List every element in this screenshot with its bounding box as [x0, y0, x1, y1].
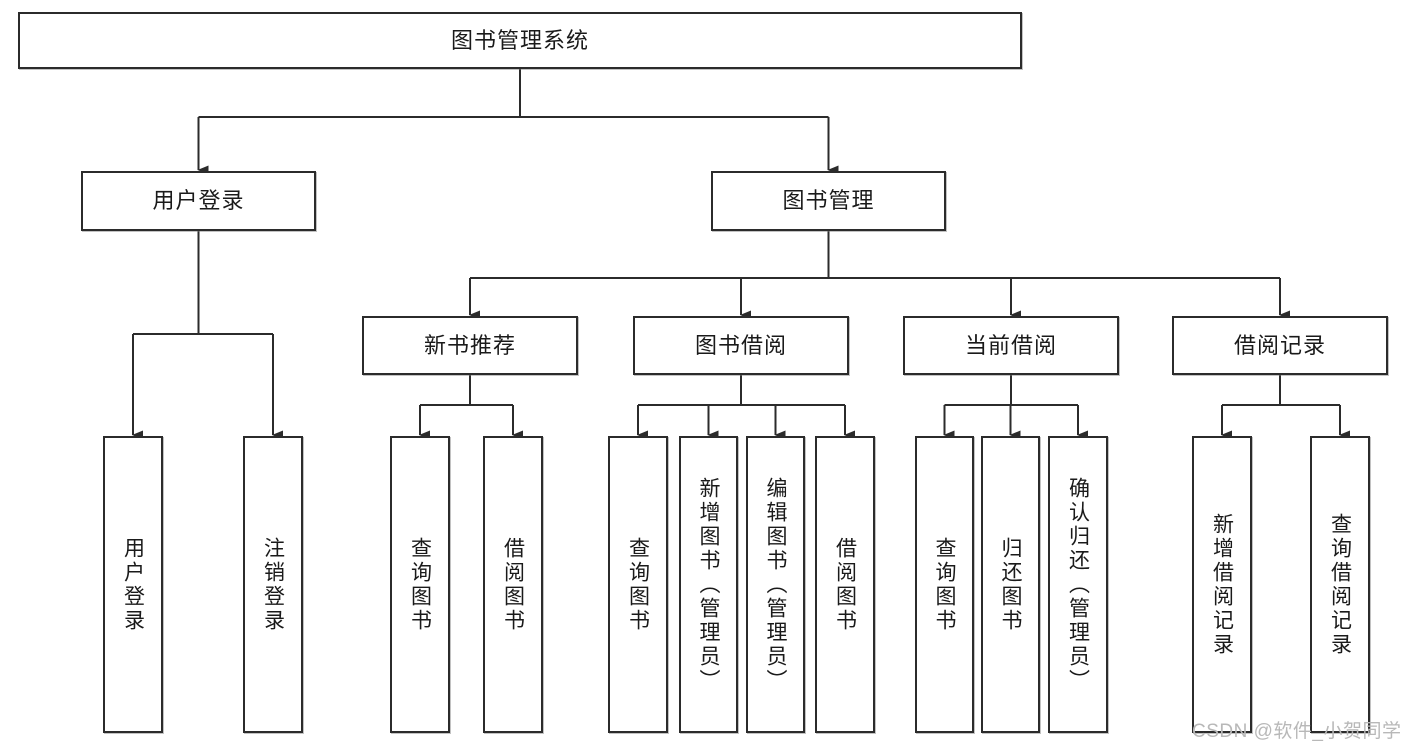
- node-leaf12[interactable]: 新增借阅记录: [1192, 436, 1252, 733]
- node-label: 查询图书: [408, 536, 432, 633]
- node-label: 借阅记录: [1233, 332, 1326, 358]
- node-label: 用户登录: [121, 536, 145, 633]
- node-label: 图书借阅: [694, 332, 787, 358]
- node-records[interactable]: 借阅记录: [1172, 316, 1388, 375]
- node-label: 图书管理: [782, 188, 875, 214]
- node-current[interactable]: 当前借阅: [903, 316, 1119, 375]
- node-label: 图书管理系统: [450, 27, 589, 53]
- node-label: 查询图书: [933, 536, 956, 633]
- node-label: 新增图书（管理员）: [697, 476, 720, 693]
- node-label: 归还图书: [999, 536, 1022, 633]
- node-root[interactable]: 图书管理系统: [18, 12, 1022, 69]
- node-label: 借阅图书: [833, 536, 857, 633]
- node-leaf10[interactable]: 归还图书: [981, 436, 1040, 733]
- node-bookmgmt[interactable]: 图书管理: [711, 171, 946, 231]
- node-label: 借阅图书: [501, 536, 525, 633]
- node-leaf6[interactable]: 新增图书（管理员）: [679, 436, 738, 733]
- node-leaf13[interactable]: 查询借阅记录: [1310, 436, 1370, 733]
- node-leaf7[interactable]: 编辑图书（管理员）: [746, 436, 805, 733]
- node-leaf9[interactable]: 查询图书: [915, 436, 974, 733]
- node-borrow[interactable]: 图书借阅: [633, 316, 849, 375]
- node-label: 用户登录: [152, 188, 245, 214]
- node-label: 注销登录: [261, 536, 285, 633]
- node-label: 新书推荐: [423, 332, 516, 358]
- node-label: 新增借阅记录: [1210, 512, 1234, 657]
- node-leaf2[interactable]: 注销登录: [243, 436, 303, 733]
- node-label: 编辑图书（管理员）: [764, 476, 787, 693]
- node-leaf8[interactable]: 借阅图书: [815, 436, 875, 733]
- node-label: 查询借阅记录: [1328, 512, 1352, 657]
- node-leaf11[interactable]: 确认归还（管理员）: [1048, 436, 1108, 733]
- node-label: 当前借阅: [964, 332, 1057, 358]
- node-leaf1[interactable]: 用户登录: [103, 436, 163, 733]
- node-login[interactable]: 用户登录: [81, 171, 316, 231]
- node-leaf5[interactable]: 查询图书: [608, 436, 668, 733]
- node-leaf3[interactable]: 查询图书: [390, 436, 450, 733]
- node-newbook[interactable]: 新书推荐: [362, 316, 578, 375]
- node-label: 查询图书: [626, 536, 650, 633]
- node-leaf4[interactable]: 借阅图书: [483, 436, 543, 733]
- node-label: 确认归还（管理员）: [1066, 476, 1090, 693]
- edge-paths: [131, 69, 1350, 440]
